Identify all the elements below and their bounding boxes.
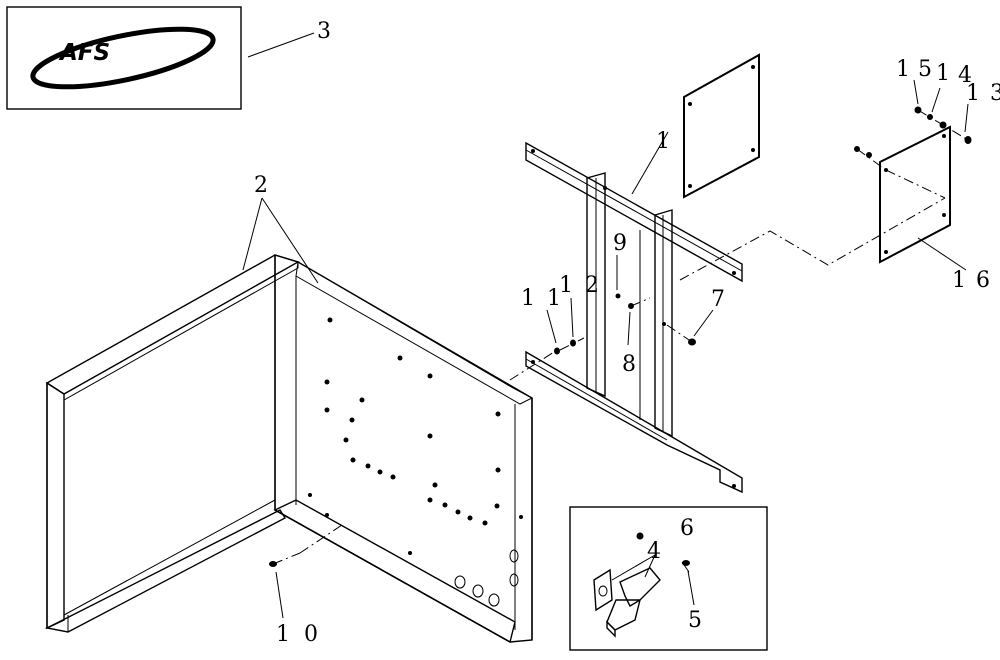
leader-1 xyxy=(631,131,669,195)
afs-logo-decal: AFS xyxy=(6,6,242,110)
callout-13: 13 xyxy=(966,81,1000,106)
callout-4: 4 xyxy=(647,539,661,564)
callout-5: 5 xyxy=(688,608,702,633)
leader-8 xyxy=(627,311,631,346)
callout-11: 11 xyxy=(521,286,573,311)
leader-4a xyxy=(611,554,656,581)
callout-6: 6 xyxy=(680,516,694,541)
callout-7: 7 xyxy=(711,287,725,312)
leader-2a xyxy=(242,197,263,271)
callout-14: 4 xyxy=(958,63,972,88)
leader-7 xyxy=(693,309,714,337)
leader-11 xyxy=(546,309,557,344)
callout-15: 15 xyxy=(896,57,940,82)
bolt-7 xyxy=(666,324,696,346)
leader-14 xyxy=(931,87,941,113)
callout-2: 2 xyxy=(254,173,268,198)
enclosure-cabinet xyxy=(44,254,534,644)
callout-16: 16 xyxy=(952,268,1000,293)
mounting-bracket xyxy=(525,141,743,494)
callout-9: 9 xyxy=(613,231,627,256)
cover-plate-16 xyxy=(879,125,951,264)
callout-14-digit-1: 1 xyxy=(936,61,950,86)
latch-detail-inset xyxy=(569,506,768,651)
leader-2b xyxy=(261,197,319,284)
cable-gland-openings xyxy=(454,549,519,607)
leader-16 xyxy=(917,237,967,271)
enclosure-mounting-holes xyxy=(308,317,523,555)
callout-3: 3 xyxy=(317,19,331,44)
fasteners-11-12 xyxy=(509,337,585,381)
leader-15 xyxy=(913,79,919,105)
cover-plate-upper xyxy=(683,53,760,199)
fasteners-13-14-15 xyxy=(854,106,972,171)
leader-3 xyxy=(247,32,315,58)
leader-5 xyxy=(687,570,695,606)
callout-1: 1 xyxy=(656,129,670,154)
leader-12 xyxy=(570,297,574,338)
screw-10 xyxy=(269,522,346,567)
callout-12: 12 xyxy=(559,273,611,298)
callout-10: 10 xyxy=(276,622,332,647)
leader-10 xyxy=(275,571,284,619)
leader-13 xyxy=(964,103,969,133)
fasteners-8-9 xyxy=(628,297,651,309)
leader-4b xyxy=(644,554,656,578)
afs-logo-text: AFS xyxy=(58,40,110,66)
callout-8: 8 xyxy=(622,352,636,377)
